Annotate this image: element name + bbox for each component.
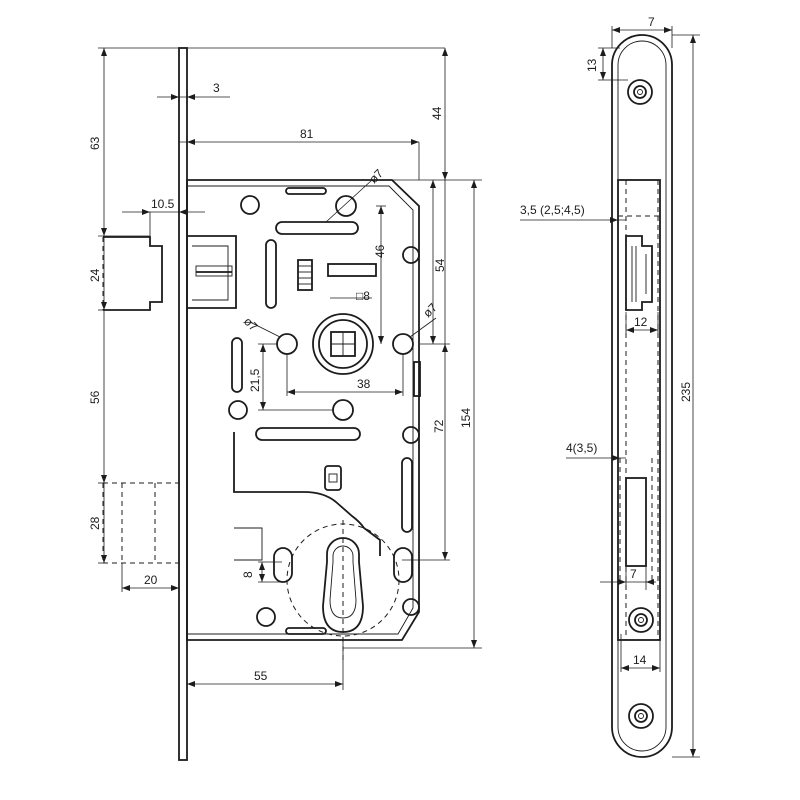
lever-arm: [233, 432, 381, 556]
dim-body-inner-height: 54: [433, 258, 447, 272]
bolt-slot: [619, 458, 653, 582]
dim-latch-projection: 10.5: [151, 197, 175, 211]
faceplate-view: 7 13 3,5 (2,5;4,5) 12 235 4(3,5) 7 14: [520, 15, 700, 758]
screw-holes: [228, 195, 420, 627]
dim-screw-pitch: 38: [357, 377, 371, 391]
dim-faceplate-length: 235: [679, 382, 693, 402]
spindle-follower: [312, 313, 374, 375]
dim-bolt-projection: 20: [144, 573, 158, 587]
lock-body-view: 3 44 63 81 10.5 24 56 28 20 ø7 □8 46 54 …: [88, 47, 482, 761]
right-dimensions: [520, 26, 700, 758]
dim-centre-distance: 72: [432, 419, 446, 433]
dim-latch-height: 24: [88, 268, 102, 282]
dim-latch-strike-width: 12: [634, 315, 648, 329]
dim-latch-depth: 3,5 (2,5;4,5): [520, 203, 585, 217]
cylinder-cutout: [273, 520, 413, 660]
dead-bolt: [102, 482, 179, 564]
dim-cylinder-offset: 8: [241, 571, 255, 578]
faceplate-bottom-screw: [628, 703, 654, 729]
catch-block: [324, 465, 342, 491]
dim-spindle-to-top-screw: 46: [373, 244, 387, 258]
case-profile: [617, 179, 661, 641]
case-inner-edge: [187, 185, 414, 635]
bolt-guide: [413, 361, 421, 397]
dim-spindle-square: □8: [356, 289, 370, 303]
dim-screw-dia-top: ø7: [366, 166, 386, 186]
faceplate-lower-screw: [628, 607, 654, 633]
dim-cylinder-backset: 55: [254, 669, 268, 683]
dim-screw-dia-right: ø7: [420, 300, 440, 320]
dim-faceplate-width-top: 13: [585, 58, 599, 72]
dim-screw-dia-left: ø7: [241, 314, 261, 334]
latch-bolt: [102, 235, 237, 311]
dim-latch-to-bolt: 56: [88, 390, 102, 404]
face-plate: [178, 47, 188, 761]
dim-bolt-width: 7: [630, 567, 637, 581]
right-arrowheads: [600, 27, 696, 757]
dim-top-to-latch: 63: [88, 136, 102, 150]
faceplate-outline: [611, 34, 673, 758]
left-dimensions: [98, 47, 482, 690]
dim-body-height: 154: [459, 408, 473, 428]
dim-backset-body: 81: [300, 127, 314, 141]
dim-spindle-to-side: 21,5: [248, 368, 262, 392]
dim-plate-thickness: 3: [213, 81, 220, 95]
dim-faceplate-width-bottom: 14: [633, 653, 647, 667]
internal-slots: [231, 187, 413, 635]
left-arrowheads: [101, 48, 477, 687]
latch-profile: [625, 235, 653, 311]
dim-bolt-height: 28: [88, 516, 102, 530]
dim-bolt-depth: 4(3,5): [566, 441, 597, 455]
dim-overall-height: 44: [430, 106, 444, 120]
latch-gear: [297, 259, 377, 291]
faceplate-top-screw: [627, 79, 653, 105]
dim-top-tick: 7: [648, 15, 655, 29]
